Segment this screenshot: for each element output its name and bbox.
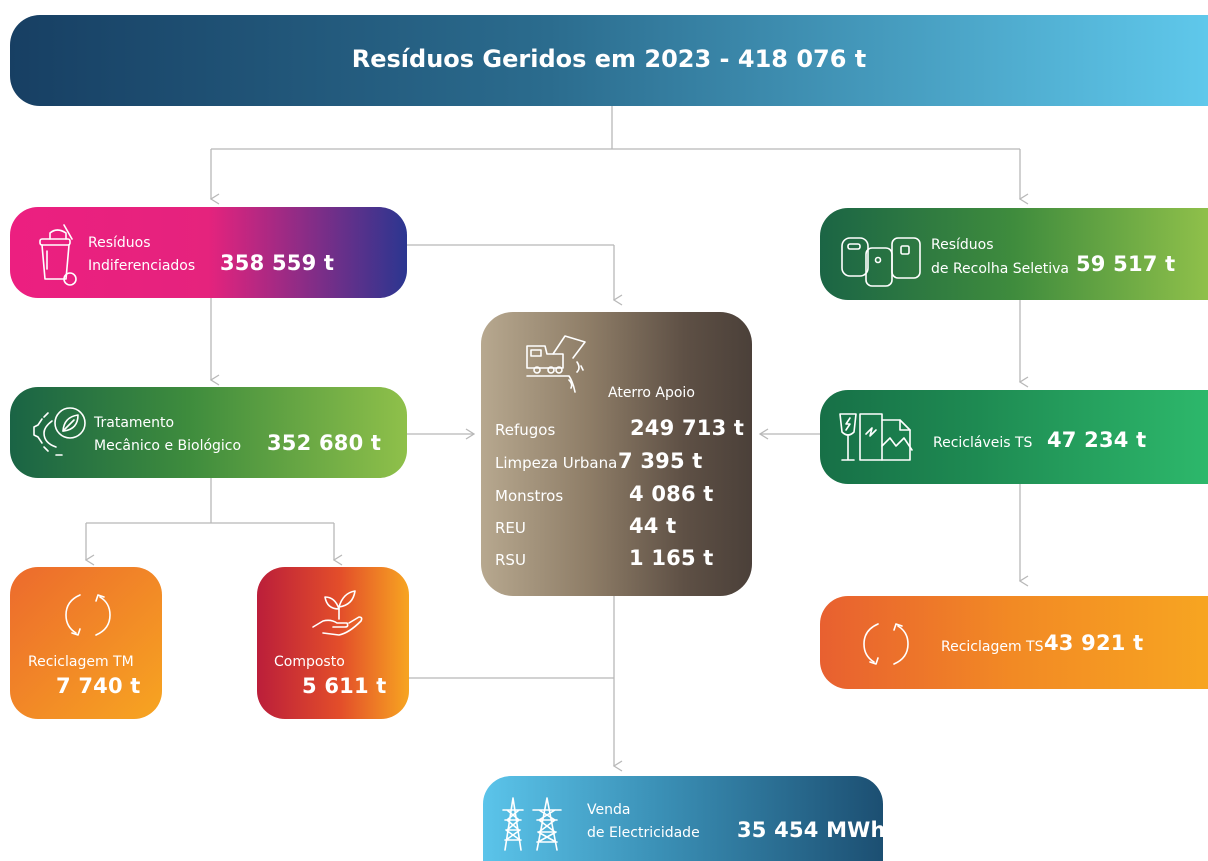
aterro-row-value: 7 395 t (618, 449, 703, 473)
aterro-row-label: REU (495, 519, 526, 537)
hand-plant-icon (309, 585, 367, 645)
aterro-row-label: Refugos (495, 421, 556, 439)
aterro-row-label: RSU (495, 551, 526, 569)
gear-leaf-icon (30, 403, 90, 465)
seletiva-label-2: de Recolha Seletiva (931, 261, 1069, 277)
tmb-label-2: Mecânico e Biológico (94, 438, 242, 454)
composto-box: Composto 5 611 t (257, 567, 409, 719)
recycle-arrows-icon (60, 587, 116, 647)
reciclagem-tm-box: Reciclagem TM 7 740 t (10, 567, 162, 719)
indiferenciados-value: 358 559 t (220, 251, 335, 275)
page-title: Resíduos Geridos em 2023 - 418 076 t (351, 45, 867, 73)
power-pylon-icon (499, 794, 573, 858)
trash-bin-icon (36, 221, 82, 291)
venda-electricidade-box: Venda de Electricidade 35 454 MWh (483, 776, 886, 861)
venda-label-1: Venda (587, 802, 631, 818)
recycling-bins-icon (840, 234, 940, 294)
venda-label-2: de Electricidade (587, 825, 700, 841)
aterro-apoio-box: Aterro Apoio Refugos 249 713 t Limpeza U… (481, 312, 752, 596)
aterro-apoio-label: Aterro Apoio (608, 385, 695, 401)
reciclaveis-ts-box: Recicláveis TS 47 234 t (820, 390, 1208, 484)
seletiva-label-1: Resíduos (931, 237, 994, 253)
aterro-row-value: 44 t (629, 514, 677, 538)
tmb-value: 352 680 t (267, 431, 382, 455)
indiferenciados-label-1: Resíduos (88, 235, 151, 251)
venda-value: 35 454 MWh (737, 818, 886, 842)
aterro-row-value: 249 713 t (630, 416, 745, 440)
composto-value: 5 611 t (302, 674, 387, 698)
reciclagem-ts-label: Reciclagem TS (941, 639, 1044, 655)
indiferenciados-label-2: Indiferenciados (88, 258, 196, 274)
composto-label: Composto (274, 654, 345, 670)
seletiva-value: 59 517 t (1076, 252, 1176, 276)
reciclagem-ts-value: 43 921 t (1044, 631, 1144, 655)
aterro-row-label: Limpeza Urbana (495, 454, 618, 472)
landfill-truck-icon (525, 332, 597, 402)
indiferenciados-box: Resíduos Indiferenciados 358 559 t (10, 207, 407, 298)
reciclagem-tm-label: Reciclagem TM (28, 654, 134, 670)
aterro-row-value: 1 165 t (629, 546, 714, 570)
reciclaveis-value: 47 234 t (1047, 428, 1147, 452)
tmb-box: Tratamento Mecânico e Biológico 352 680 … (10, 387, 407, 478)
aterro-row-value: 4 086 t (629, 482, 714, 506)
title-banner: Resíduos Geridos em 2023 - 418 076 t (10, 15, 1208, 106)
recycle-arrows-icon (858, 616, 914, 676)
aterro-row-label: Monstros (495, 487, 564, 505)
reciclaveis-label: Recicláveis TS (933, 435, 1033, 451)
reciclagem-ts-box: Reciclagem TS 43 921 t (820, 596, 1208, 689)
recolha-seletiva-box: Resíduos de Recolha Seletiva 59 517 t (820, 208, 1208, 300)
tmb-label-1: Tratamento (94, 415, 175, 431)
reciclagem-tm-value: 7 740 t (56, 674, 141, 698)
glass-paper-metal-icon (834, 410, 930, 474)
